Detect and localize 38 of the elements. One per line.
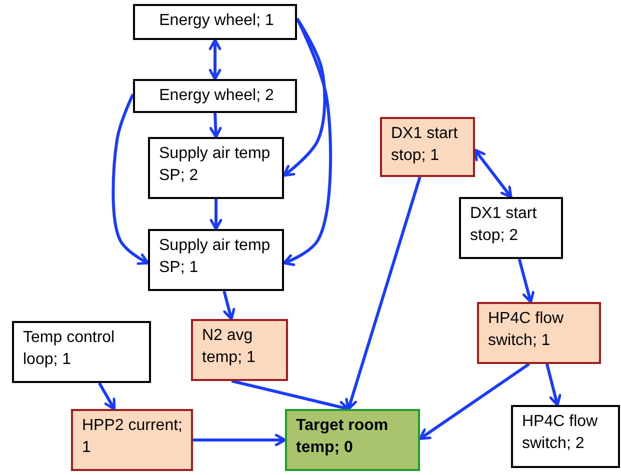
node-box [148,137,284,199]
node-label: Supply air temp SP; 2 [159,144,272,186]
arrow [282,18,326,177]
arrow [210,199,222,230]
node-label: DX1 start stop; 2 [470,204,538,246]
arrow [418,362,530,440]
arrow [474,148,512,198]
arrow [545,364,562,406]
node-label: HPP2 current; 1 [82,416,184,458]
node-label: N2 avg temp; 1 [202,326,256,368]
node-box [459,197,563,259]
arrow [222,290,236,320]
node-box [71,409,193,471]
node-label: HP4C flow switch; 1 [488,309,565,351]
arrow [345,176,422,410]
arrow [282,18,332,266]
target-box [285,409,420,471]
node-box [511,405,620,468]
arrow [98,382,116,410]
node-box [477,302,601,364]
node-box [148,229,284,291]
arrow [518,258,535,304]
node-box [12,321,151,383]
node-label: Energy wheel; 1 [158,11,275,31]
arrow [209,112,222,138]
node-label: DX1 start stop; 1 [391,124,459,166]
node-label: Energy wheel; 2 [158,86,275,106]
arrow [208,38,222,80]
node-label: Temp control loop; 1 [23,328,116,370]
node-box [191,319,288,381]
arrow [193,434,286,446]
arrow [112,94,150,265]
node-label: Target room temp; 0 [296,416,390,458]
node-label: Supply air temp SP; 1 [159,236,272,278]
node-box [133,4,297,40]
node-box [133,79,297,113]
node-box [380,117,475,177]
node-label: HP4C flow switch; 2 [522,412,599,454]
